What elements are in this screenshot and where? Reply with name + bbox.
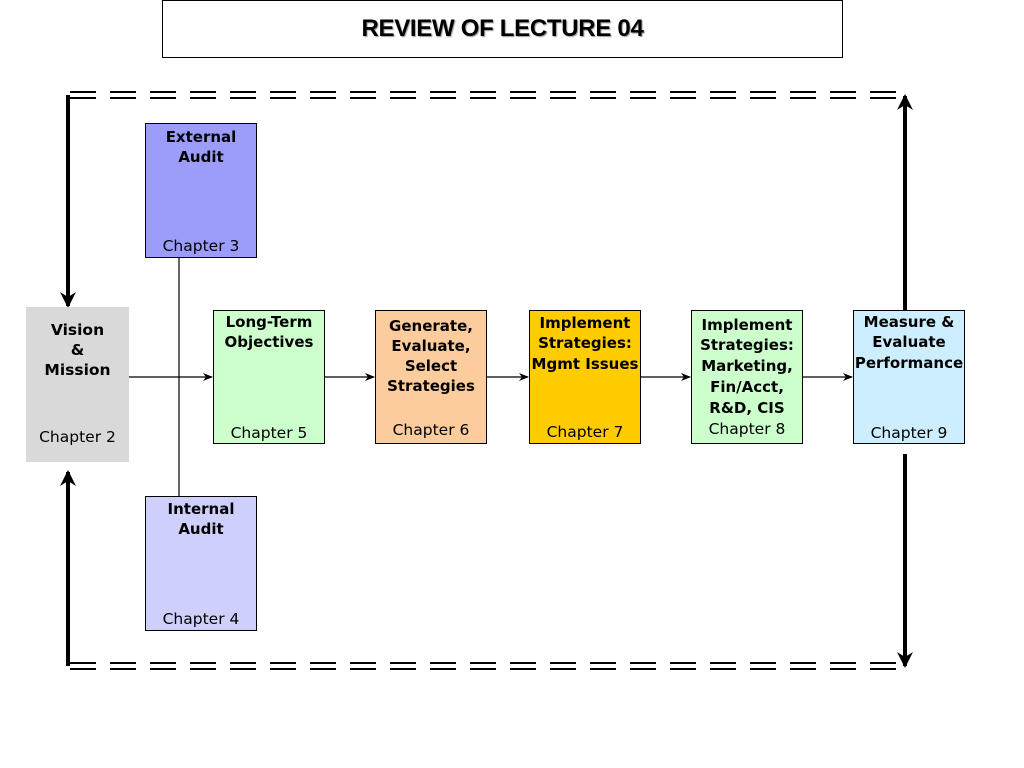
implement-mgmt-line-2: Strategies: bbox=[538, 334, 632, 352]
internal-audit-chapter: Chapter 4 bbox=[162, 610, 240, 628]
long-term-line-2: Objectives bbox=[224, 333, 314, 351]
feedback-loop-top bbox=[70, 91, 905, 99]
vision-line-2: & bbox=[70, 341, 85, 359]
external-audit-line-1: External bbox=[165, 128, 237, 146]
external-audit-box: External Audit Chapter 3 bbox=[145, 123, 257, 258]
long-term-chapter: Chapter 5 bbox=[230, 424, 308, 442]
implement-marketing-line-4: Fin/Acct, bbox=[710, 378, 784, 396]
internal-audit-line-2: Audit bbox=[178, 520, 224, 538]
implement-marketing-chapter: Chapter 8 bbox=[708, 420, 786, 438]
implement-mgmt-box: Implement Strategies: Mgmt Issues Chapte… bbox=[529, 310, 641, 444]
feedback-loop-bottom bbox=[70, 662, 905, 670]
vision-chapter: Chapter 2 bbox=[39, 428, 116, 446]
measure-line-3: Performance bbox=[854, 354, 964, 372]
implement-marketing-box: Implement Strategies: Marketing, Fin/Acc… bbox=[691, 310, 803, 444]
vision-line-1: Vision bbox=[50, 321, 105, 339]
generate-line-3: Select bbox=[404, 357, 458, 375]
measure-line-2: Evaluate bbox=[872, 333, 946, 351]
measure-line-1: Measure & bbox=[863, 313, 955, 331]
implement-marketing-line-3: Marketing, bbox=[701, 357, 793, 375]
measure-performance-box: Measure & Evaluate Performance Chapter 9 bbox=[853, 310, 965, 444]
measure-chapter: Chapter 9 bbox=[870, 424, 948, 442]
vision-mission-box: Vision & Mission Chapter 2 bbox=[26, 307, 129, 462]
implement-mgmt-line-1: Implement bbox=[539, 314, 631, 332]
external-audit-chapter: Chapter 3 bbox=[162, 237, 240, 255]
implement-marketing-line-1: Implement bbox=[701, 316, 793, 334]
generate-line-1: Generate, bbox=[389, 317, 473, 335]
generate-strategies-box: Generate, Evaluate, Select Strategies Ch… bbox=[375, 310, 487, 444]
title-box: REVIEW OF LECTURE 04 bbox=[162, 0, 843, 58]
internal-audit-box: Internal Audit Chapter 4 bbox=[145, 496, 257, 631]
implement-marketing-line-2: Strategies: bbox=[700, 336, 794, 354]
implement-mgmt-line-3: Mgmt Issues bbox=[531, 355, 639, 373]
implement-marketing-line-5: R&D, CIS bbox=[709, 399, 785, 417]
generate-line-2: Evaluate, bbox=[391, 337, 471, 355]
generate-chapter: Chapter 6 bbox=[392, 421, 470, 439]
long-term-objectives-box: Long-Term Objectives Chapter 5 bbox=[213, 310, 325, 444]
implement-mgmt-chapter: Chapter 7 bbox=[546, 423, 624, 441]
external-audit-line-2: Audit bbox=[178, 148, 224, 166]
vision-line-3: Mission bbox=[44, 361, 111, 379]
generate-line-4: Strategies bbox=[387, 377, 475, 395]
page-title: REVIEW OF LECTURE 04 bbox=[361, 15, 644, 42]
internal-audit-line-1: Internal bbox=[167, 500, 235, 518]
long-term-line-1: Long-Term bbox=[225, 313, 313, 331]
